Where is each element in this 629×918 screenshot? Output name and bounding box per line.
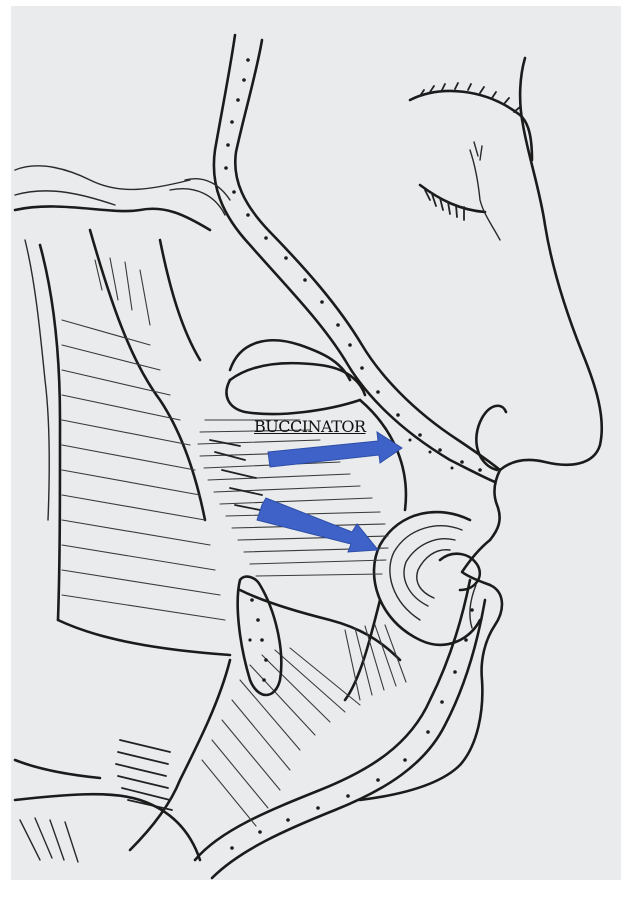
neck-lines [15,760,200,862]
mandible-segment [238,577,282,695]
buccinator-label: BUCCINATOR [254,419,366,435]
eye [410,83,532,240]
face-profile-outline [360,58,602,800]
cheek-band [214,35,500,482]
cheek-folds [170,179,350,380]
buccinator-muscle [198,363,406,576]
orbicularis-oris [374,512,480,645]
chin-muscles [116,590,406,850]
masseter-region [15,166,230,655]
